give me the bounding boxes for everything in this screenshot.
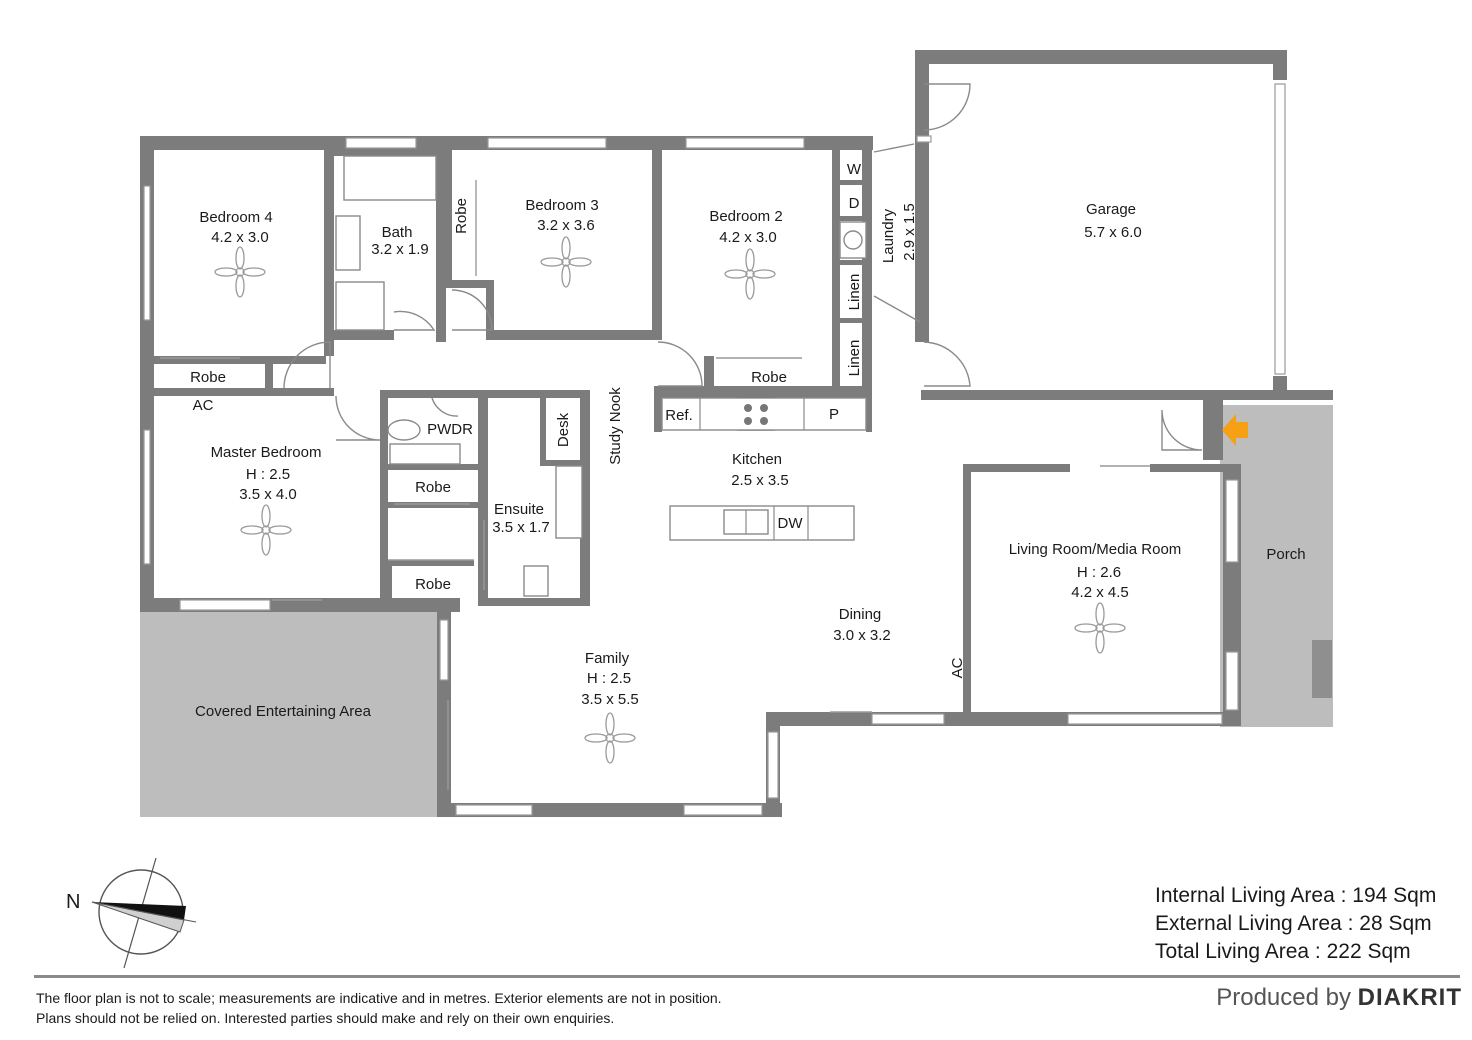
living-height: H : 2.6 xyxy=(1077,564,1121,581)
windows xyxy=(143,83,1286,816)
living-area-summary: Internal Living Area : 194 Sqm External … xyxy=(1155,882,1436,966)
disclaimer: The floor plan is not to scale; measurem… xyxy=(36,988,722,1028)
floor-plan: Bedroom 4 4.2 x 3.0 Bath 3.2 x 1.9 Robe … xyxy=(66,50,1333,969)
footer-divider xyxy=(34,975,1460,978)
compass-icon: N xyxy=(66,857,197,969)
producer-prefix: Produced by xyxy=(1216,984,1351,1011)
master-size: 3.5 x 4.0 xyxy=(239,486,297,503)
kitchen-size: 2.5 x 3.5 xyxy=(731,472,789,489)
bath-size: 3.2 x 1.9 xyxy=(371,241,429,258)
bedroom3-name: Bedroom 3 xyxy=(525,197,598,214)
shower xyxy=(335,281,385,331)
linen1-label: Linen xyxy=(846,274,863,311)
living-size: 4.2 x 4.5 xyxy=(1071,584,1129,601)
bedroom2-name: Bedroom 2 xyxy=(709,208,782,225)
garage-size: 5.7 x 6.0 xyxy=(1084,224,1142,241)
kitchen-name: Kitchen xyxy=(732,451,782,468)
ensuite-size: 3.5 x 1.7 xyxy=(492,519,550,536)
robe-b2-label: Robe xyxy=(751,369,787,386)
ac1-label: AC xyxy=(193,397,214,414)
laundry-name: Laundry xyxy=(880,208,897,263)
disclaimer-line1: The floor plan is not to scale; measurem… xyxy=(36,990,722,1006)
ensuite-toilet xyxy=(523,565,549,597)
bath-name: Bath xyxy=(382,224,413,241)
porch-bench xyxy=(1312,640,1332,698)
family-height: H : 2.5 xyxy=(587,670,631,687)
pwdr-label: PWDR xyxy=(427,421,473,438)
pwdr-toilet xyxy=(387,419,421,441)
producer-brand-logo: DIAKRIT xyxy=(1357,984,1462,1011)
doors xyxy=(283,83,1203,451)
master-name: Master Bedroom xyxy=(211,444,322,461)
robe-low-label: Robe xyxy=(415,576,451,593)
pwdr-vanity xyxy=(389,443,461,465)
total-area: Total Living Area : 222 Sqm xyxy=(1155,940,1411,963)
robe-mid-label: Robe xyxy=(415,479,451,496)
pantry-label: P xyxy=(829,406,839,423)
robe-b4-label: Robe xyxy=(190,369,226,386)
dining-name: Dining xyxy=(839,606,882,623)
ref-label: Ref. xyxy=(665,407,693,424)
bathtub xyxy=(343,155,437,201)
entry-arrow-icon xyxy=(1222,414,1248,446)
counter-dividers xyxy=(699,398,809,540)
porch-label: Porch xyxy=(1266,546,1305,563)
disclaimer-line2: Plans should not be relied on. Intereste… xyxy=(36,1010,615,1026)
robe-b3-label: Robe xyxy=(453,198,470,234)
producer-credit: Produced by DIAKRIT xyxy=(1216,984,1462,1012)
living-name: Living Room/Media Room xyxy=(1009,541,1182,558)
dining-size: 3.0 x 3.2 xyxy=(833,627,891,644)
study-nook-label: Study Nook xyxy=(607,387,624,465)
garage-name: Garage xyxy=(1086,201,1136,218)
laundry-size: 2.9 x 1.5 xyxy=(901,203,918,261)
cooktop-burners xyxy=(744,404,768,425)
linen2-label: Linen xyxy=(846,340,863,377)
bedroom2-size: 4.2 x 3.0 xyxy=(719,229,777,246)
bedroom3-size: 3.2 x 3.6 xyxy=(537,217,595,234)
bath-vanity xyxy=(335,215,361,271)
w-label: W xyxy=(847,161,862,178)
covered-entertaining-area xyxy=(140,612,437,817)
internal-area: Internal Living Area : 194 Sqm xyxy=(1155,884,1437,907)
ensuite-name: Ensuite xyxy=(494,501,544,518)
bedroom4-name: Bedroom 4 xyxy=(199,209,272,226)
covered-area-label: Covered Entertaining Area xyxy=(195,703,372,720)
sliding-doors xyxy=(160,180,1150,790)
master-height: H : 2.5 xyxy=(246,466,290,483)
desk-label: Desk xyxy=(555,412,572,447)
dw-label: DW xyxy=(778,515,804,532)
ac2-label: AC xyxy=(949,657,966,678)
family-size: 3.5 x 5.5 xyxy=(581,691,639,708)
bedroom4-size: 4.2 x 3.0 xyxy=(211,229,269,246)
ceiling-fan-icon xyxy=(214,236,1126,764)
external-area: External Living Area : 28 Sqm xyxy=(1155,912,1432,935)
family-name: Family xyxy=(585,650,630,667)
d-label: D xyxy=(849,195,860,212)
ensuite-vanity xyxy=(555,465,583,539)
compass-north-label: N xyxy=(66,891,80,913)
